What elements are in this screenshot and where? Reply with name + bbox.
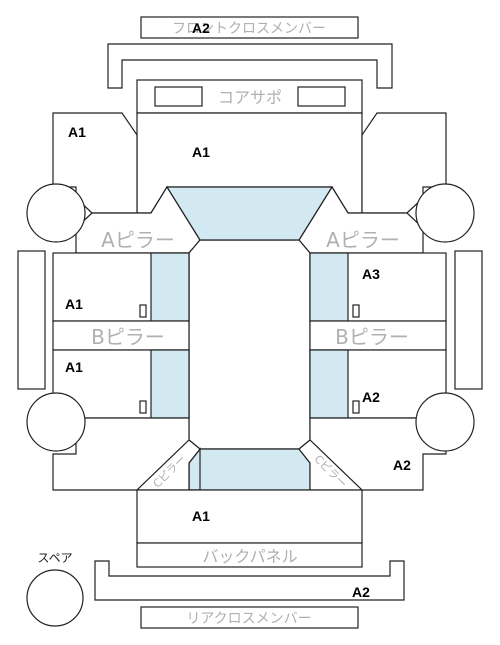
grade-rear-fender-right: A2 [393, 457, 411, 473]
core-support-label: コアサポ [218, 88, 282, 107]
front-door-left-window[interactable] [150, 252, 190, 322]
front-cross-member-box[interactable] [140, 16, 359, 39]
a-pillar-right-label: Aピラー [326, 228, 400, 252]
rear-cross-member-box[interactable] [140, 606, 359, 629]
grade-rear-bumper: A2 [352, 584, 370, 600]
trunk-lid[interactable] [136, 489, 363, 544]
front-bumper-shape[interactable] [107, 43, 393, 89]
front-left-wheel[interactable] [26, 183, 86, 243]
rear-door-right-handle[interactable] [352, 400, 360, 414]
rear-door-right-window[interactable] [309, 349, 349, 419]
rear-door-left-handle[interactable] [139, 400, 147, 414]
front-door-left-handle[interactable] [139, 304, 147, 318]
c-pillar-left[interactable] [135, 439, 201, 491]
grade-front-fender-left: A1 [68, 124, 86, 140]
back-panel[interactable] [136, 542, 363, 568]
front-door-right-window[interactable] [309, 252, 349, 322]
rear-cross-member-label: リアクロスメンバー [186, 611, 311, 627]
grade-rear-door-right: A2 [362, 389, 380, 405]
rear-right-wheel[interactable] [415, 392, 475, 452]
grade-rear-door-left: A1 [65, 359, 83, 375]
rear-door-left-window[interactable] [150, 349, 190, 419]
back-panel-label: バックパネル [202, 547, 297, 566]
right-side-skirt[interactable] [454, 250, 483, 390]
grade-front-door-right: A3 [362, 266, 380, 282]
grade-front-door-left: A1 [65, 296, 83, 312]
grade-hood: A1 [192, 144, 210, 160]
front-right-wheel[interactable] [415, 183, 475, 243]
b-pillar-left-label: Bピラー [91, 325, 165, 349]
rear-window[interactable] [188, 448, 311, 491]
rear-left-wheel[interactable] [26, 392, 86, 452]
b-pillar-right-label: Bピラー [335, 325, 409, 349]
spare-label: スペア [37, 551, 72, 565]
roof-panel[interactable] [188, 239, 311, 450]
spare-tire[interactable] [26, 569, 84, 627]
grade-trunk: A1 [192, 508, 210, 524]
grade-front-cross-member: A2 [192, 20, 210, 36]
left-side-skirt[interactable] [17, 250, 46, 390]
rear-bumper-shape[interactable] [94, 560, 405, 601]
front-cross-member-label: フロントクロスメンバー [172, 21, 326, 37]
front-door-right-handle[interactable] [352, 304, 360, 318]
left-headlight[interactable] [154, 86, 203, 107]
a-pillar-left-label: Aピラー [101, 228, 175, 252]
right-headlight[interactable] [297, 86, 346, 107]
windshield[interactable] [165, 186, 334, 241]
c-pillar-right[interactable] [298, 439, 364, 491]
